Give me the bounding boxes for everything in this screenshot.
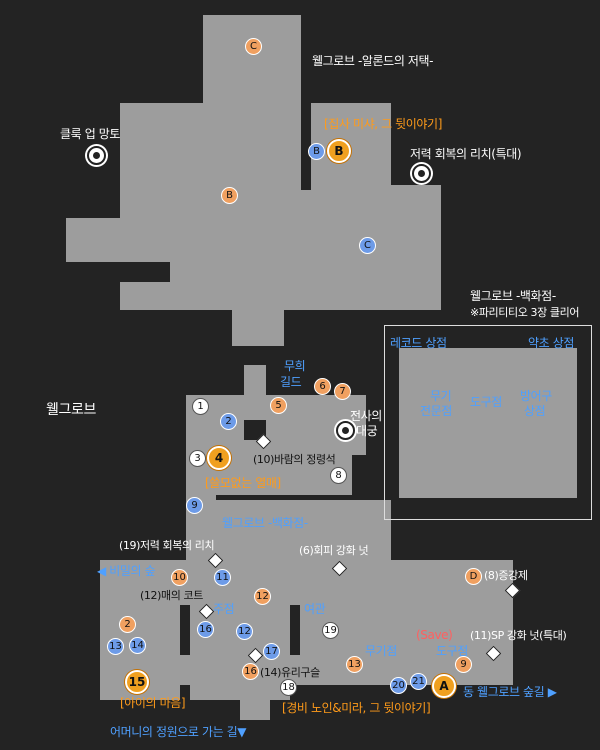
useless-fruit-label: [쓸모없는 열매]: [205, 476, 281, 490]
armor-shop-label-b: 상점: [524, 404, 546, 418]
amplifier-label: (8)증강제: [484, 569, 528, 582]
mansion-entrance-hall: [170, 262, 240, 282]
dept-title: 웰그로브 -백화점-: [470, 289, 556, 303]
pub-label: 주점: [213, 602, 235, 616]
marker-12-b: 12: [236, 623, 253, 640]
sp-nut-label: (11)SP 강화 넛(특대): [470, 629, 567, 642]
save-label: (Save): [416, 628, 453, 642]
mansion-exit-room: [232, 310, 284, 346]
weapon-specialty-label-a: 무기: [430, 389, 452, 403]
marker-19: 19: [322, 622, 339, 639]
marker-d: D: [465, 568, 482, 585]
marker-8: 8: [330, 467, 347, 484]
marker-c-blue: C: [359, 237, 376, 254]
marker-18: 18: [280, 679, 297, 696]
evade-nut-label: (6)회피 강화 넛: [299, 544, 369, 557]
marker-9-lower: 9: [455, 656, 472, 673]
wellgrove-town-title: 웰그로브: [46, 402, 96, 418]
tool-store-label: 도구점: [436, 644, 468, 658]
town-south-exit: [240, 685, 270, 720]
guild-label-a: 무희: [284, 359, 306, 373]
marker-5: 5: [270, 397, 287, 414]
mansion-right-wing: [311, 103, 391, 190]
child-heart-label: [아이의 마음]: [120, 696, 186, 710]
weapon-specialty-label-b: 전문점: [420, 404, 452, 418]
town-left-lane: [186, 475, 216, 565]
warrior-hall-label-b: 대궁: [356, 424, 378, 438]
marker-1: 1: [192, 398, 209, 415]
guard-quest-label: [경비 노인&미라, 그 뒷이야기]: [282, 701, 431, 715]
stamina-richi-big-marker: [412, 164, 431, 183]
marker-2-upper: 2: [220, 413, 237, 430]
marker-16-lower: 16: [242, 663, 259, 680]
east-path-exit[interactable]: 동 웰그로브 숲길 ▶: [463, 685, 557, 699]
marker-9-upper: 9: [186, 497, 203, 514]
marker-14: 14: [129, 637, 146, 654]
marker-17: 17: [263, 643, 280, 660]
mansion-title: 웰그로브 -알론드의 저택-: [312, 54, 434, 68]
marker-3: 3: [189, 450, 206, 467]
guild-label-b: 길드: [280, 375, 302, 389]
mansion-bottom-corridor: [120, 282, 441, 310]
town-vertical-path: [244, 365, 266, 420]
marker-13-a: 13: [107, 638, 124, 655]
dept-note: ※파리티티오 3장 클리어: [470, 306, 580, 319]
warrior-hall-label-a: 전사의: [350, 409, 382, 423]
marker-2-lower: 2: [119, 616, 136, 633]
marker-a: A: [432, 674, 456, 698]
marker-b-lower: B: [221, 187, 238, 204]
marker-21: 21: [410, 673, 427, 690]
stamina-richi-label: (19)저력 회복의 리치: [119, 539, 215, 552]
clock-cape-marker: [87, 146, 106, 165]
town-dept-block: [216, 500, 391, 560]
butler-quest-label: [집사 미샤, 그 뒷이야기]: [324, 117, 442, 131]
marker-b-blue: B: [308, 143, 325, 160]
marker-b-quest: B: [327, 139, 351, 163]
marker-20: 20: [390, 677, 407, 694]
hawk-coat-label: (12)매의 코트: [140, 589, 203, 602]
marker-13-b: 13: [346, 656, 363, 673]
stamina-richi-big-label: 저력 회복의 리치(특대): [410, 147, 522, 161]
mansion-main-corridor: [66, 218, 441, 262]
dept-entrance-label: 웰그로브 -백화점-: [222, 516, 308, 530]
marker-10: 10: [171, 569, 188, 586]
secret-forest-exit[interactable]: ◀ 비밀의 숲: [97, 564, 156, 578]
mansion-upper-corridor: [120, 190, 391, 218]
record-shop-label: 레코드 상점: [390, 336, 447, 350]
marker-6: 6: [314, 378, 331, 395]
wind-spirit-label: (10)바람의 정령석: [253, 453, 336, 466]
town-bottom-street: [180, 655, 480, 685]
clock-cape-label: 클룩 업 망토: [60, 127, 121, 141]
potion-shop-label: 약초 상점: [528, 336, 574, 350]
department-store-inset: [384, 325, 592, 520]
warrior-hall-marker: [336, 421, 355, 440]
marker-12-a: 12: [254, 588, 271, 605]
armor-shop-label-a: 방어구: [520, 389, 552, 403]
marker-4: 4: [207, 446, 231, 470]
mother-garden-exit[interactable]: 어머니의 정원으로 가는 길▼: [110, 725, 247, 739]
mansion-lower-block: [240, 262, 441, 282]
weapon-store-label: 무기점: [365, 644, 397, 658]
mansion-hall-top: [203, 15, 301, 150]
tool-shop-label: 도구점: [470, 395, 502, 409]
marker-11: 11: [214, 569, 231, 586]
glass-bead-label: (14)유리구슬: [260, 666, 320, 679]
mansion-left-wing: [120, 103, 203, 190]
marker-15: 15: [125, 670, 149, 694]
inn-label: 여관: [304, 602, 326, 616]
marker-16: 16: [197, 621, 214, 638]
marker-7: 7: [334, 383, 351, 400]
dept-floor: [399, 348, 577, 498]
marker-c-top: C: [245, 38, 262, 55]
